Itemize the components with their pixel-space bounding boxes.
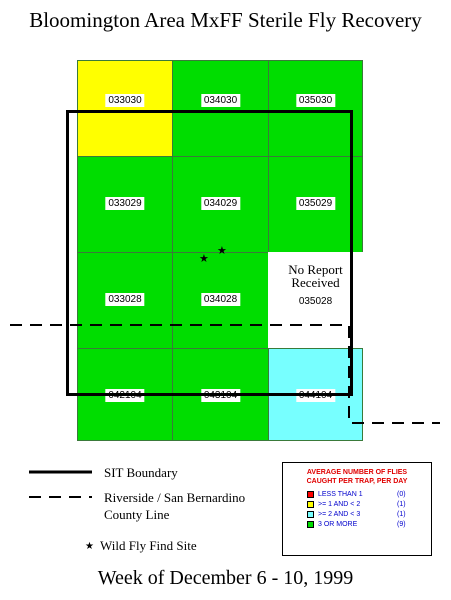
legend-sit-label: SIT Boundary	[104, 465, 178, 480]
legend-county-label-2: County Line	[104, 507, 170, 522]
legend-item-count: (1)	[397, 501, 406, 508]
cell-label: 033028	[105, 293, 145, 306]
legend-swatch	[307, 521, 314, 528]
legend-item: LESS THAN 1 (0)	[307, 490, 431, 500]
map-title: Bloomington Area MxFF Sterile Fly Recove…	[29, 8, 422, 32]
grid-cell-034029: 034029	[172, 156, 269, 253]
grid-cell-034030: 034030	[172, 60, 269, 157]
no-report-line-2: Received	[291, 275, 340, 290]
legend-avg-title-1: AVERAGE NUMBER OF FLIES	[306, 469, 408, 476]
legend-item-count: (1)	[397, 511, 406, 518]
legend-item-count: (0)	[397, 491, 406, 498]
no-report-line-1: No Report	[288, 262, 343, 277]
legend-item: >= 1 AND < 2 (1)	[307, 500, 431, 510]
grid-cell-034028: 034028	[172, 252, 269, 349]
cell-label: 034030	[200, 94, 241, 107]
legend-item-count: (9)	[397, 521, 406, 528]
legend-item-label: >= 1 AND < 2	[318, 501, 361, 508]
legend-item-label: LESS THAN 1	[318, 491, 363, 498]
cell-label: 034028	[200, 293, 241, 306]
county-line	[10, 324, 440, 424]
legend-star-icon: ★	[85, 541, 94, 552]
sit-boundary	[66, 110, 353, 396]
week-footer: Week of December 6 - 10, 1999	[97, 567, 354, 589]
cell-label: 035030	[295, 94, 336, 107]
legend-swatch	[307, 491, 314, 498]
grid-cell-035030: 035030	[268, 60, 363, 157]
legend-item: >= 2 AND < 3 (1)	[307, 510, 431, 520]
cell-label: 033030	[105, 94, 145, 107]
legend-swatch	[307, 501, 314, 508]
grid-cell-035029: 035029	[268, 156, 363, 253]
legend-wild-fly-label: Wild Fly Find Site	[100, 538, 197, 553]
legend-item-label: >= 2 AND < 3	[318, 511, 361, 518]
grid-cell-033030: 033030	[77, 60, 173, 157]
legend-avg-title-2: CAUGHT PER TRAP, PER DAY	[306, 478, 408, 485]
cell-label: 035028	[298, 296, 333, 307]
legend-county-label-1: Riverside / San Bernardino	[104, 490, 246, 505]
legend-swatch	[307, 511, 314, 518]
cell-label: 033029	[105, 197, 145, 210]
legend-item-label: 3 OR MORE	[318, 521, 358, 528]
density-legend: AVERAGE NUMBER OF FLIES CAUGHT PER TRAP,…	[282, 462, 432, 556]
cell-label: 035029	[295, 197, 336, 210]
wild-fly-star: ★	[199, 252, 209, 265]
legend-item: 3 OR MORE (9)	[307, 520, 431, 530]
cell-label: 034029	[200, 197, 241, 210]
grid-cell-033029: 033029	[77, 156, 173, 253]
wild-fly-star: ★	[217, 244, 227, 257]
